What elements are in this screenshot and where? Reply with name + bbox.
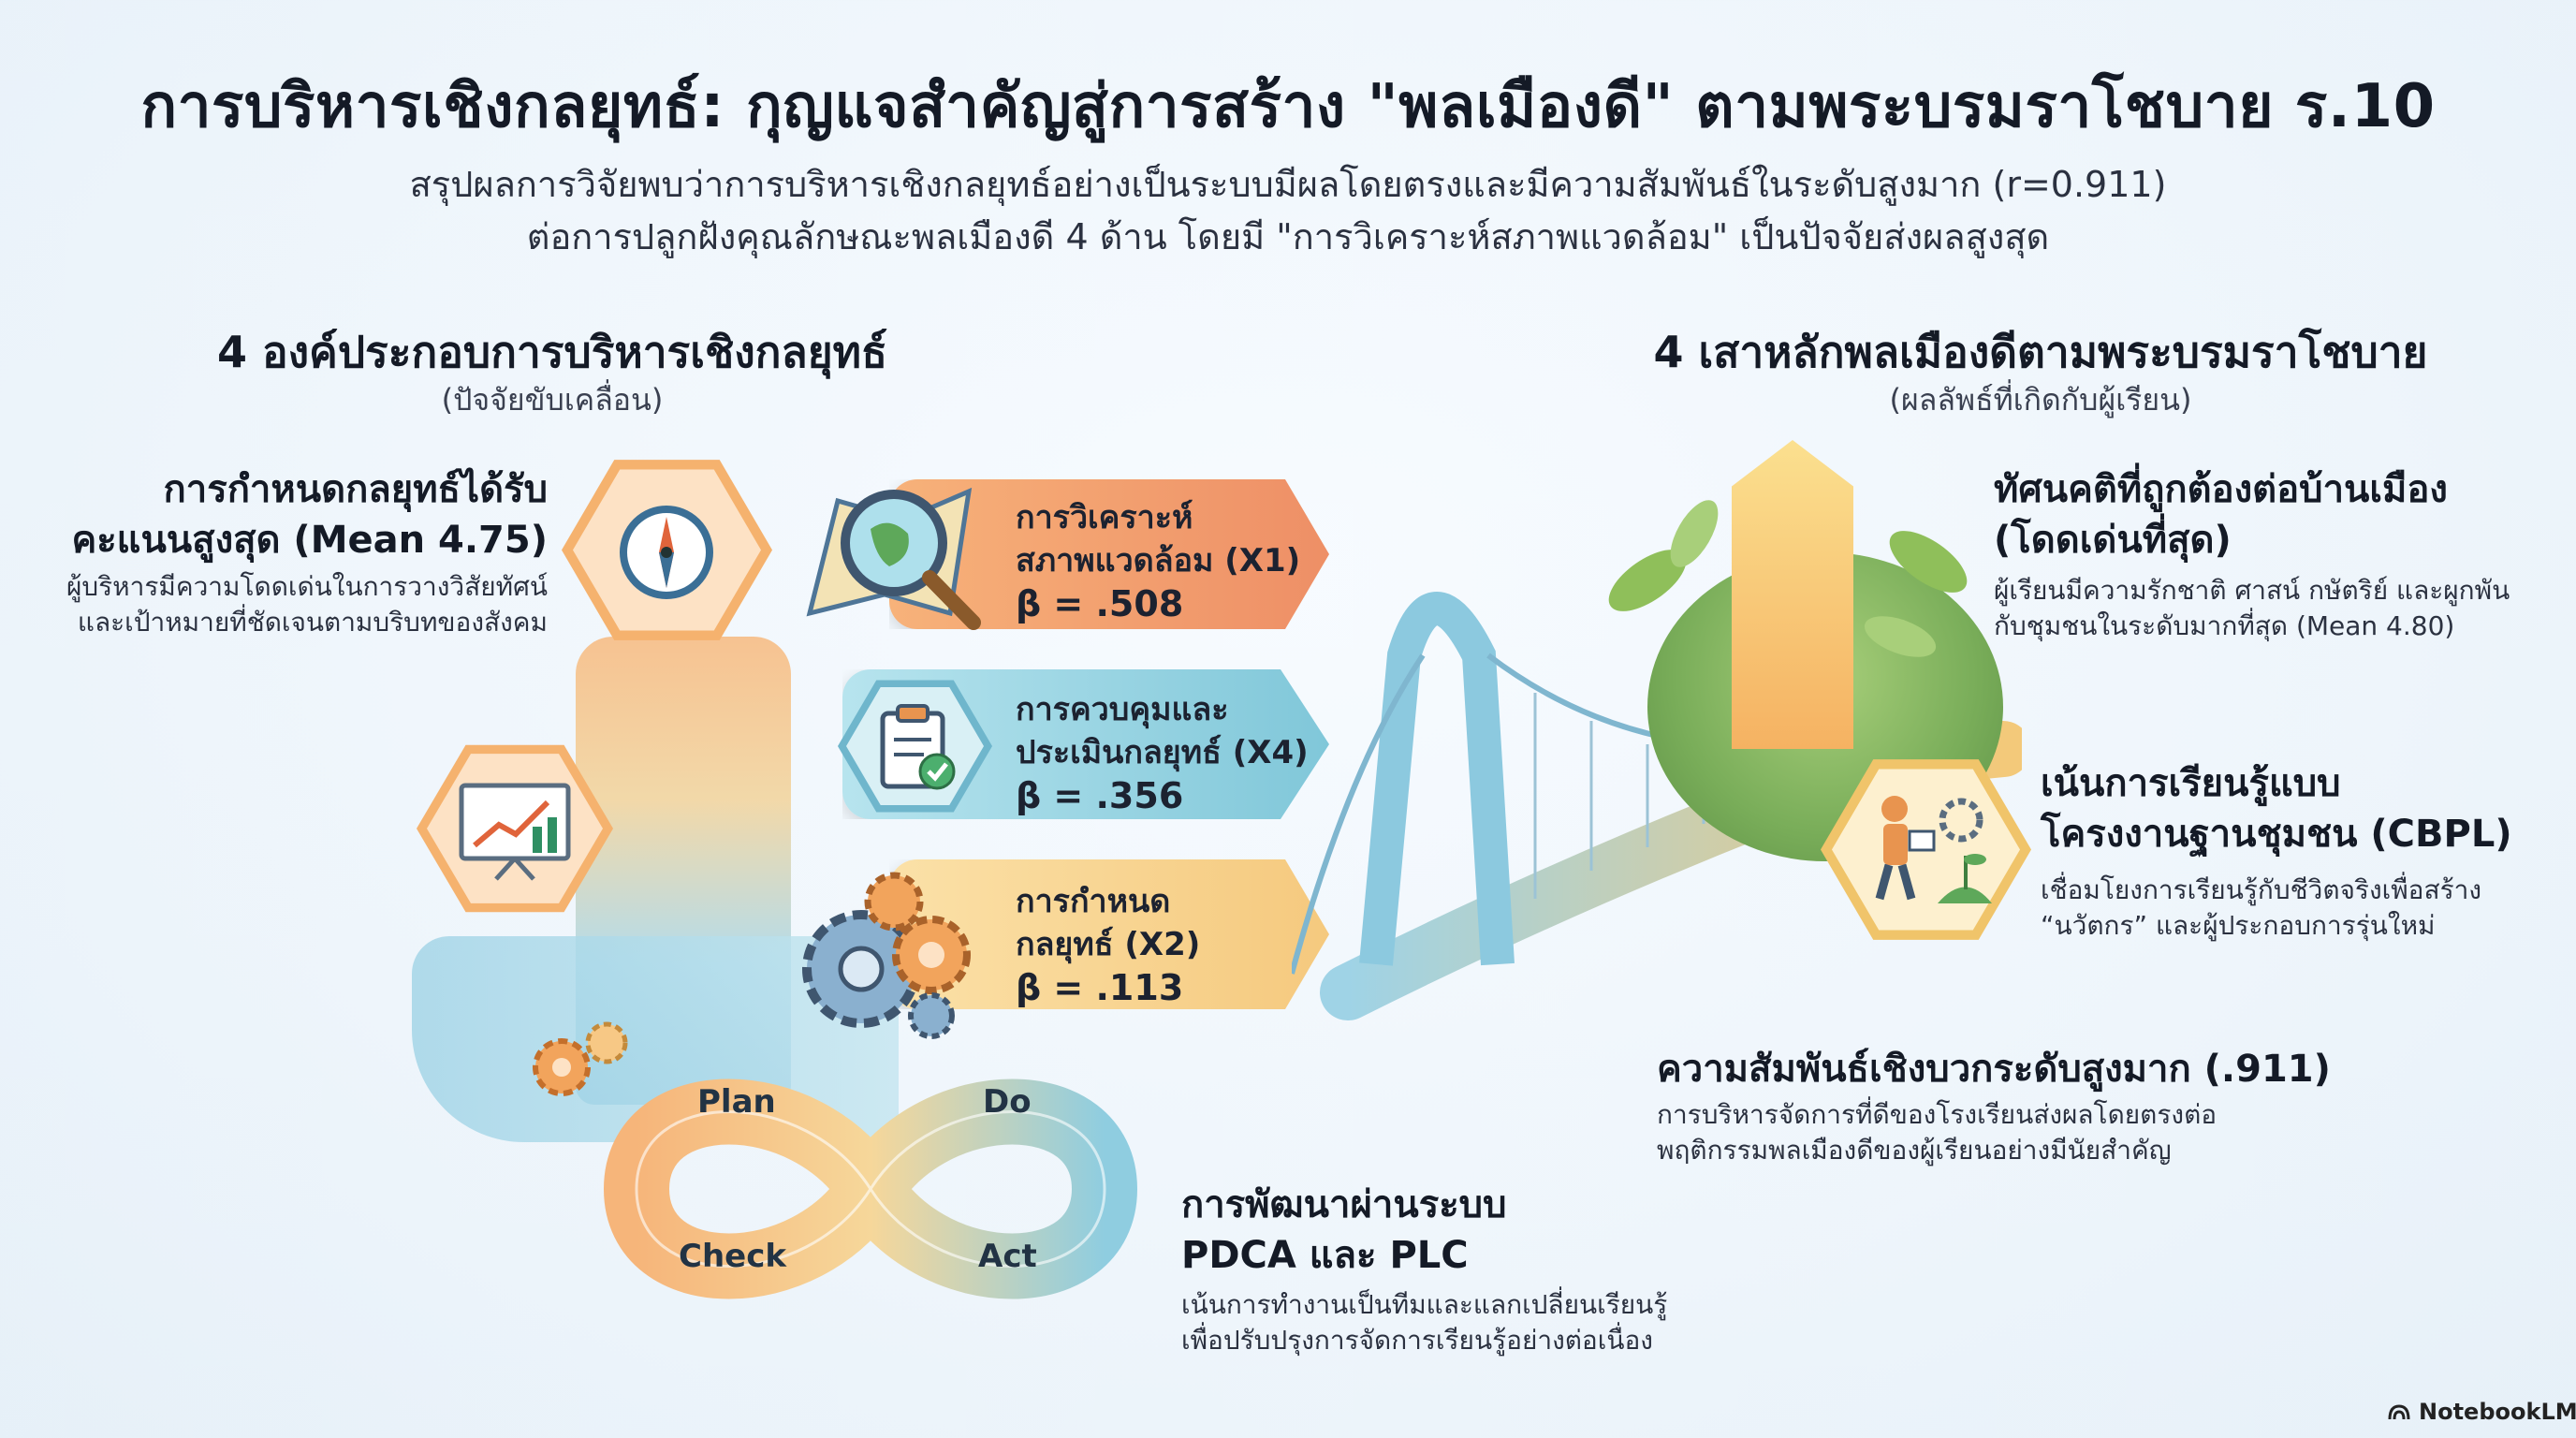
correlation-text: การบริหารจัดการที่ดีของโรงเรียนส่งผลโดยต… [1657,1097,2499,1168]
left-section-subheading: (ปัจจัยขับเคลื่อน) [441,382,664,418]
cbpl-text: เชื่อมโยงการเรียนรู้กับชีวิตจริงเพื่อสร้… [2041,873,2565,944]
subtitle-line-2: ต่อการปลูกฝังคุณลักษณะพลเมืองดี 4 ด้าน โ… [526,216,2050,257]
strategy-highest-text-line2: และเป้าหมายที่ชัดเจนตามบริบทของสังคม [77,607,548,638]
golden-pillar [1732,440,1853,749]
cbpl-title: เน้นการเรียนรู้แบบ โครงงานฐานชุมชน (CBPL… [2041,758,2565,859]
attitude-title: ทัศนคติที่ถูกต้องต่อบ้านเมือง (โดดเด่นที… [1994,464,2555,565]
strategy-highest-text: ผู้บริหารมีความโดดเด่นในการวางวิสัยทัศน์… [37,569,548,640]
notebooklm-brand: NotebookLM [2387,1399,2576,1425]
right-section-subheading: (ผลลัพธ์ที่เกิดกับผู้เรียน) [1889,382,2192,418]
presentation-chart-icon [459,783,571,881]
cbpl-title-line1: เน้นการเรียนรู้แบบ [2041,762,2341,805]
factor-label-x1: การวิเคราะห์ สภาพแวดล้อม (X1) β = .508 [1016,496,1300,625]
page-title: การบริหารเชิงกลยุทธ์: กุญแจสำคัญสู่การสร… [140,72,2436,141]
cbpl-title-line2: โครงงานฐานชุมชน (CBPL) [2041,813,2512,856]
strategy-highest-title: การกำหนดกลยุทธ์ได้รับ คะแนนสูงสุด (Mean … [37,464,548,565]
factor-x2-line2: กลยุทธ์ (X2) [1016,926,1201,963]
attitude-title-line2: (โดดเด่นที่สุด) [1994,519,2232,562]
factor-x4-line1: การควบคุมและ [1016,691,1229,728]
strategy-highest-title-line2: คะแนนสูงสุด (Mean 4.75) [71,519,548,562]
correlation-text-line2: พฤติกรรมพลเมืองดีของผู้เรียนอย่างมีนัยสำ… [1657,1135,2172,1166]
strategy-highest-text-line1: ผู้บริหารมีความโดดเด่นในการวางวิสัยทัศน์ [66,571,548,602]
notebooklm-logo-icon [2388,1404,2410,1420]
factor-x2-line1: การกำหนด [1016,883,1171,920]
attitude-text: ผู้เรียนมีความรักชาติ ศาสน์ กษัตริย์ และ… [1994,573,2574,644]
factor-label-x2: การกำหนด กลยุทธ์ (X2) β = .113 [1016,880,1200,1009]
pdca-text: เน้นการทำงานเป็นทีมและแลกเปลี่ยนเรียนรู้… [1181,1287,1705,1358]
factor-x4-beta: β = .356 [1016,775,1184,816]
cbpl-text-line2: “นวัตกร” และผู้ประกอบการรุ่นใหม่ [2041,910,2436,941]
pdca-check-label: Check [679,1238,786,1275]
pdca-do-label: Do [983,1083,1032,1121]
right-section-heading: 4 เสาหลักพลเมืองดีตามพระบรมราโชบาย [1653,327,2428,377]
factor-x4-line2: ประเมินกลยุทธ์ (X4) [1016,734,1309,771]
pdca-title-line1: การพัฒนาผ่านระบบ [1181,1183,1507,1226]
pdca-act-label: Act [978,1238,1037,1275]
small-gears-icon [533,1021,628,1096]
compass-icon [620,506,713,599]
correlation-title: ความสัมพันธ์เชิงบวกระดับสูงมาก (.911) [1657,1048,2331,1091]
pdca-text-line2: เพื่อปรับปรุงการจัดการเรียนรู้อย่างต่อเน… [1181,1325,1653,1356]
subtitle-line-1: สรุปผลการวิจัยพบว่าการบริหารเชิงกลยุทธ์อ… [409,164,2167,205]
pdca-plan-label: Plan [697,1083,776,1121]
magnifier-map-icon [806,487,981,630]
factor-x1-line1: การวิเคราะห์ [1016,499,1193,536]
attitude-text-line1: ผู้เรียนมีความรักชาติ ศาสน์ กษัตริย์ และ… [1994,575,2510,606]
factor-x1-beta: β = .508 [1016,583,1184,624]
factor-label-x4: การควบคุมและ ประเมินกลยุทธ์ (X4) β = .35… [1016,688,1309,817]
cbpl-text-line1: เชื่อมโยงการเรียนรู้กับชีวิตจริงเพื่อสร้… [2041,874,2481,905]
leaves-icon [1608,500,1968,657]
pdca-text-line1: เน้นการทำงานเป็นทีมและแลกเปลี่ยนเรียนรู้ [1181,1289,1668,1320]
attitude-text-line2: กับชุมชนในระดับมากที่สุด (Mean 4.80) [1994,610,2455,641]
notebooklm-label: NotebookLM [2419,1399,2576,1425]
strategy-highest-title-line1: การกำหนดกลยุทธ์ได้รับ [163,468,548,511]
pdca-title: การพัฒนาผ่านระบบ PDCA และ PLC [1181,1180,1705,1281]
factor-x2-beta: β = .113 [1016,967,1184,1008]
attitude-title-line1: ทัศนคติที่ถูกต้องต่อบ้านเมือง [1994,468,2448,511]
clipboard-check-icon [880,704,956,790]
left-section-heading: 4 องค์ประกอบการบริหารเชิงกลยุทธ์ [216,327,888,377]
pdca-infinity-loop [603,1078,1138,1299]
community-project-icon [1875,796,1992,903]
gears-icon [802,872,971,1039]
correlation-text-line1: การบริหารจัดการที่ดีของโรงเรียนส่งผลโดยต… [1657,1099,2217,1130]
pdca-title-line2: PDCA และ PLC [1181,1234,1469,1277]
factor-x1-line2: สภาพแวดล้อม (X1) [1016,542,1301,580]
